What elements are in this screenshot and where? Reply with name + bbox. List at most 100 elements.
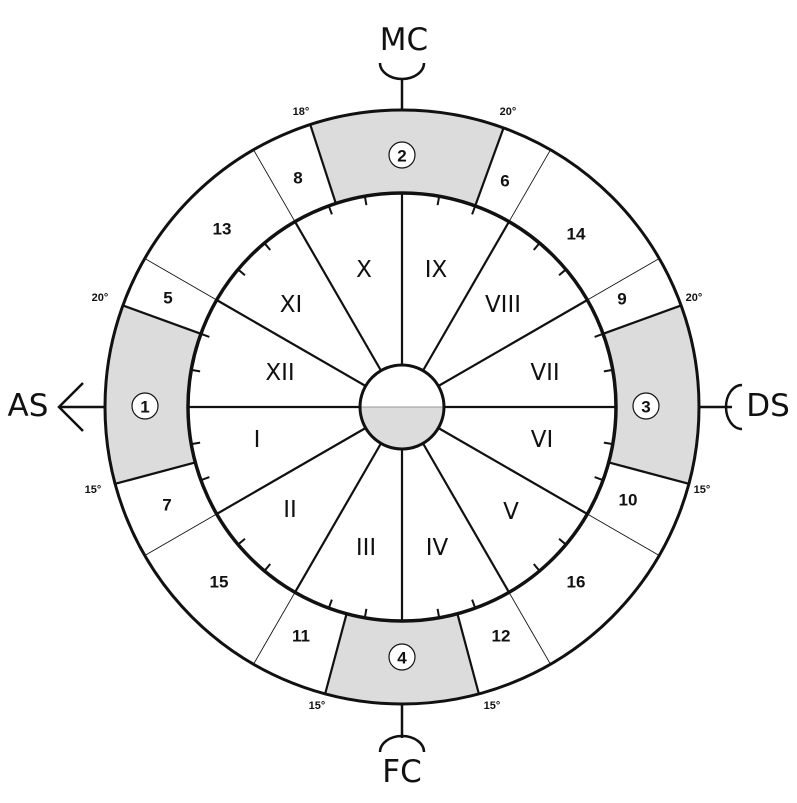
house-line	[422, 442, 510, 593]
sector-as-edge	[122, 304, 202, 335]
sector-as-edge	[114, 461, 196, 485]
degree-mc-right: 20°	[500, 106, 517, 118]
degree-tick	[533, 563, 541, 572]
ring-divider	[508, 149, 551, 222]
center-circle	[358, 363, 446, 451]
segment-16: 16	[567, 573, 586, 592]
house-line	[437, 427, 588, 515]
segment-11: 11	[292, 627, 310, 646]
svg-text:1: 1	[140, 398, 149, 417]
ring-divider	[587, 258, 660, 301]
as-label: AS	[8, 388, 49, 424]
degree-tick	[471, 205, 477, 215]
degree-tick	[200, 332, 210, 338]
center-upper-half	[360, 365, 444, 407]
degree-tick	[436, 196, 441, 206]
degree-mc-left: 18°	[293, 106, 310, 118]
fc-label: FC	[382, 754, 421, 790]
circled-3: 3	[632, 392, 660, 420]
as-arrow-icon	[57, 382, 84, 432]
house-VI: VI	[531, 427, 554, 453]
degree-fc-left: 15°	[309, 700, 326, 712]
sector-ds-edge	[602, 304, 682, 335]
house-III: III	[356, 535, 376, 561]
sector-mc-edge	[474, 127, 505, 207]
segment-10: 10	[619, 491, 638, 510]
segment-15: 15	[210, 573, 229, 592]
svg-text:4: 4	[397, 649, 407, 668]
degree-tick	[594, 476, 604, 482]
segment-13: 13	[213, 220, 232, 239]
degree-ds-top: 20°	[686, 292, 703, 304]
house-XI: XI	[280, 292, 303, 318]
fc-arc-icon	[378, 734, 426, 753]
ring-divider	[508, 592, 551, 665]
circled-1: 1	[131, 392, 159, 420]
circled-2: 2	[388, 141, 416, 169]
degree-tick	[603, 441, 613, 446]
sector-ds-edge	[608, 461, 690, 485]
ring-divider	[253, 149, 296, 222]
segment-7: 7	[162, 496, 171, 515]
segment-8: 8	[293, 169, 302, 188]
segment-12: 12	[492, 627, 511, 646]
house-VIII: VIII	[485, 292, 521, 318]
degree-tick	[363, 196, 368, 206]
house-line	[422, 221, 510, 372]
house-X: X	[356, 257, 372, 283]
circled-4: 4	[388, 643, 416, 671]
degree-tick	[533, 242, 541, 251]
degree-tick	[436, 608, 441, 618]
sector-fc-edge	[324, 613, 348, 695]
sector-as	[105, 305, 201, 484]
degree-tick	[471, 599, 477, 609]
segment-9: 9	[617, 290, 626, 309]
degree-ds-bottom: 15°	[694, 484, 711, 496]
degree-tick	[558, 538, 567, 546]
degree-tick	[603, 368, 613, 373]
degree-tick	[191, 441, 201, 446]
ds-label: DS	[746, 388, 790, 424]
house-line	[216, 427, 367, 515]
degree-tick	[263, 563, 271, 572]
ring-divider	[587, 513, 660, 556]
segment-5: 5	[163, 289, 172, 308]
house-line	[294, 442, 382, 593]
house-I: I	[254, 427, 261, 453]
house-line	[437, 299, 588, 387]
sector-mc-edge	[309, 124, 337, 204]
ds-arc-icon	[724, 383, 743, 431]
ring-divider	[144, 258, 217, 301]
degree-tick	[200, 476, 210, 482]
house-VII: VII	[530, 360, 559, 386]
house-line	[216, 299, 367, 387]
degree-tick	[263, 242, 271, 251]
degree-tick	[237, 268, 246, 276]
ring-divider	[253, 592, 296, 665]
house-V: V	[503, 499, 519, 525]
house-II: II	[283, 497, 297, 523]
mc-label: MC	[380, 22, 428, 58]
degree-tick	[237, 538, 246, 546]
ring-divider	[144, 513, 217, 556]
degree-as-top: 20°	[92, 292, 109, 304]
svg-text:3: 3	[641, 398, 650, 417]
degree-tick	[594, 332, 604, 338]
segment-6: 6	[500, 172, 509, 191]
degree-as-bottom: 15°	[85, 484, 102, 496]
house-IV: IV	[426, 535, 449, 561]
segment-14: 14	[567, 225, 586, 244]
house-IX: IX	[425, 257, 448, 283]
degree-tick	[191, 368, 201, 373]
svg-text:2: 2	[397, 147, 406, 166]
mc-arc-icon	[378, 62, 426, 81]
degree-tick	[327, 205, 333, 215]
degree-fc-right: 15°	[484, 700, 501, 712]
center-lower-half	[360, 407, 444, 449]
sector-fc-edge	[456, 613, 480, 695]
degree-tick	[558, 268, 567, 276]
degree-tick	[363, 608, 368, 618]
degree-tick	[327, 599, 333, 609]
house-line	[294, 221, 382, 372]
